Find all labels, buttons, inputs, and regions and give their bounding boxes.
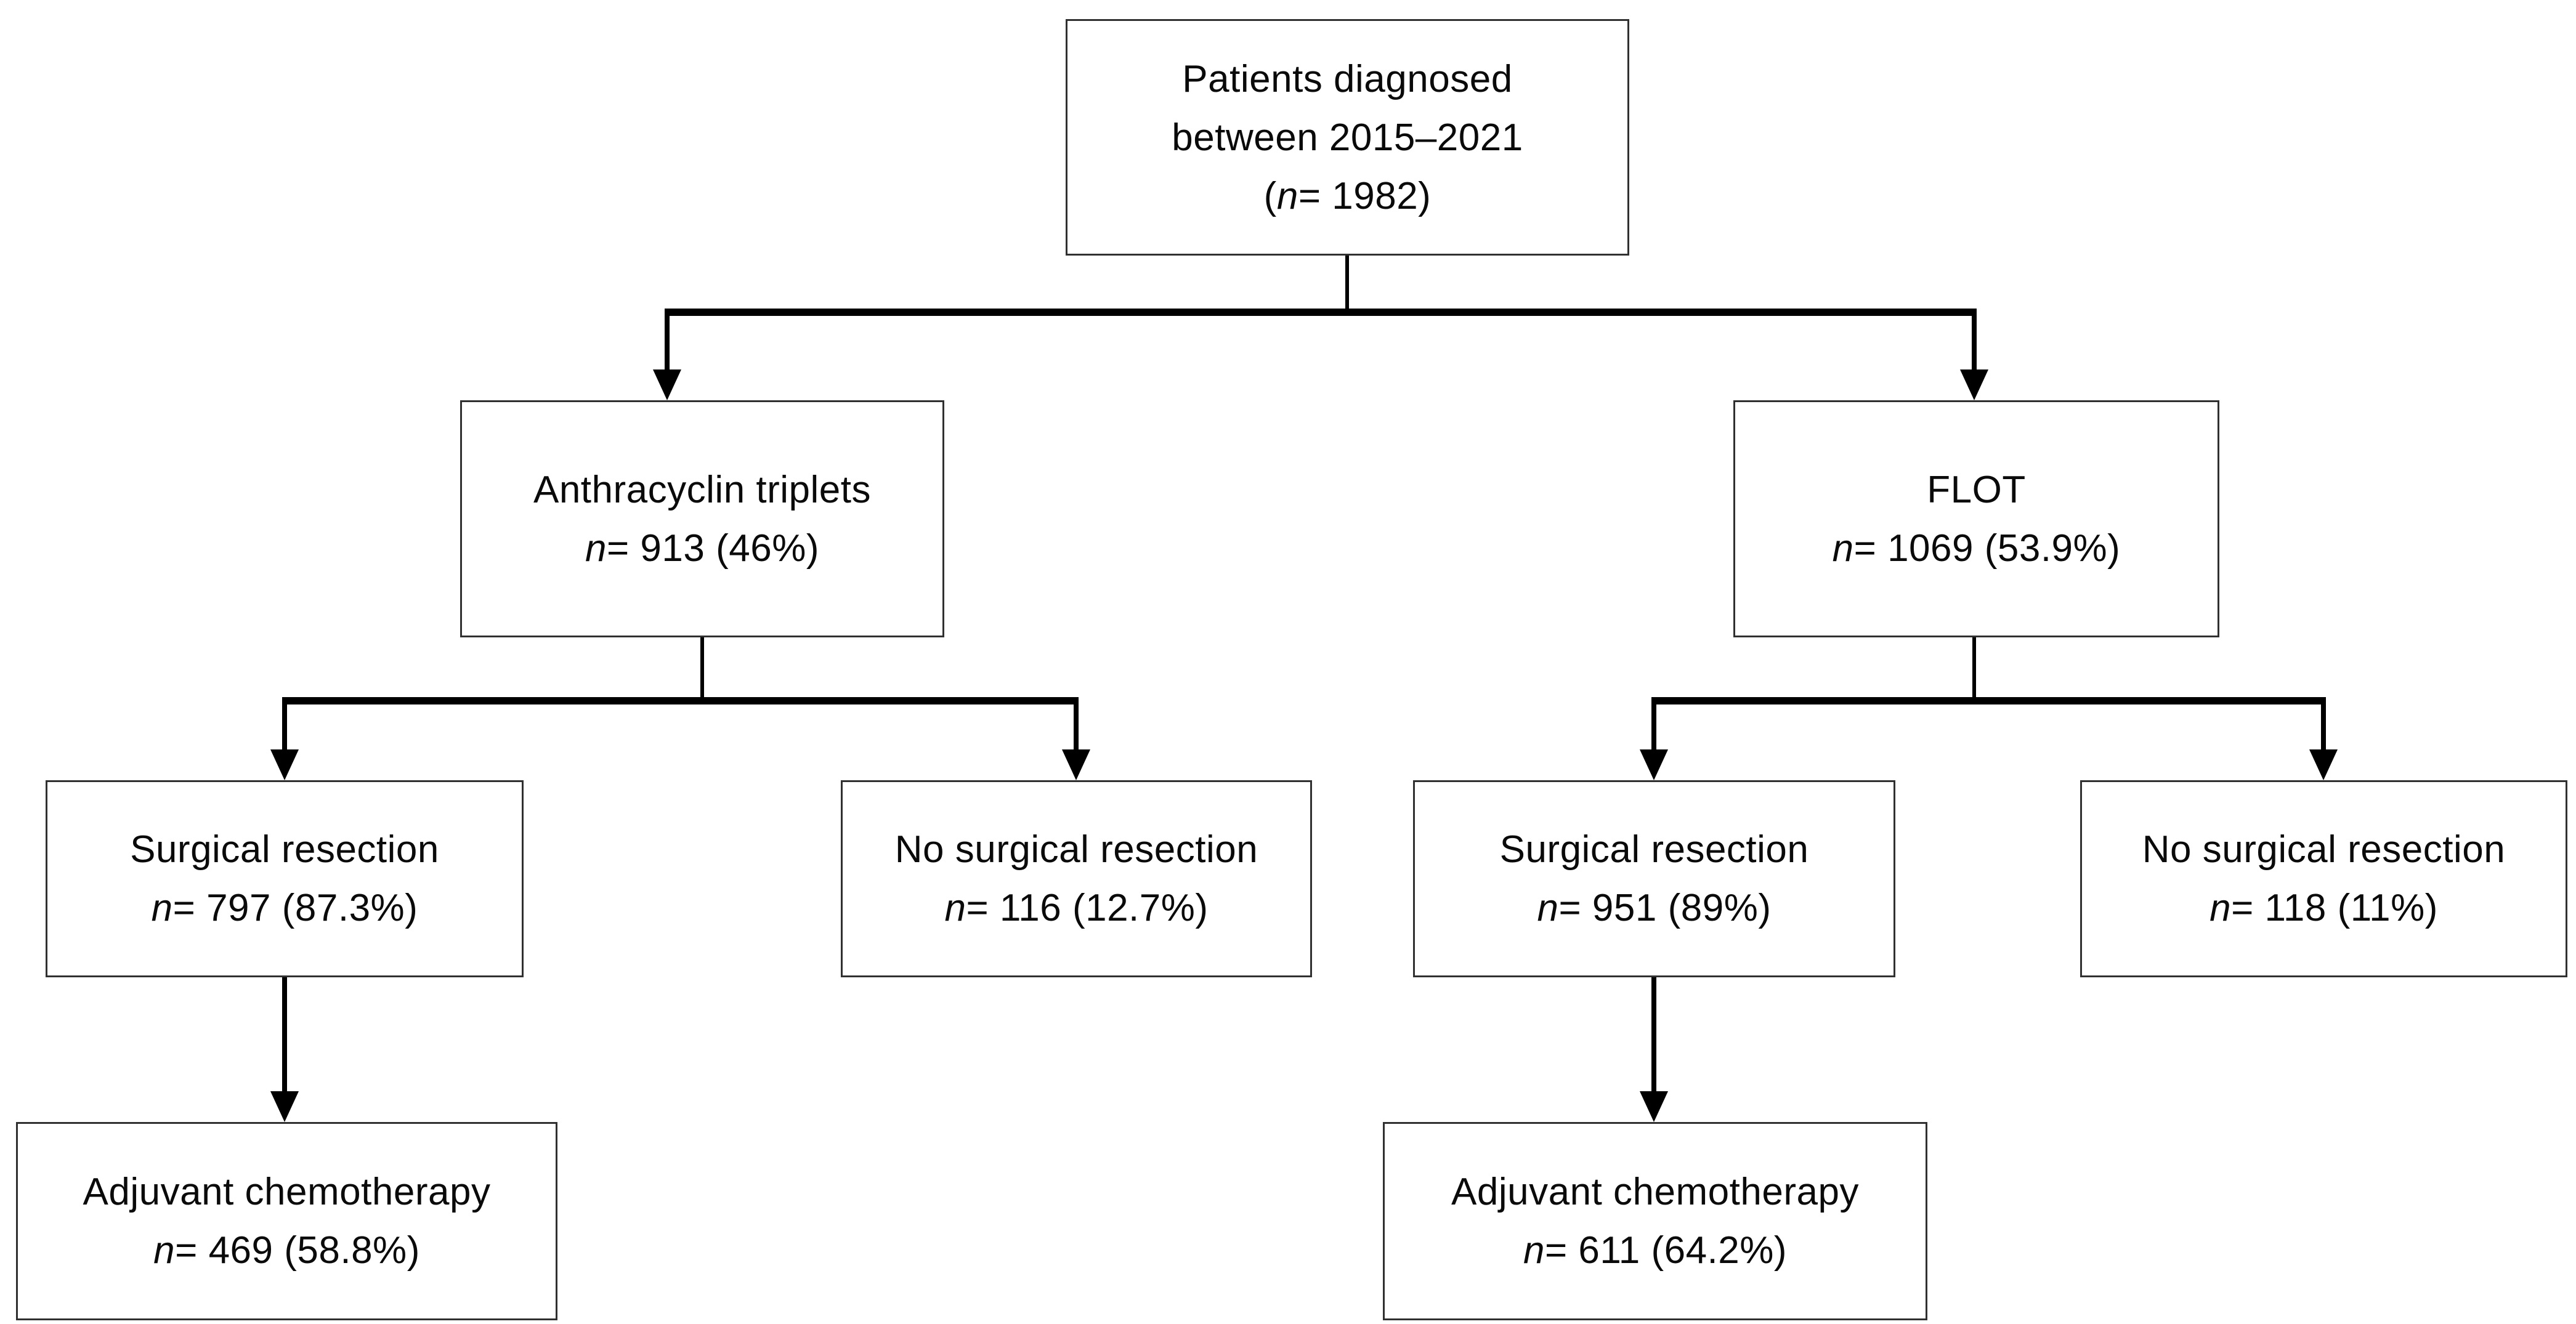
arrowhead-down-icon bbox=[1640, 749, 1668, 780]
node-title-line1: Surgical resection bbox=[130, 828, 439, 871]
stat-n-symbol: n bbox=[1276, 174, 1298, 217]
stat-value: = 913 (46%) bbox=[606, 527, 819, 570]
node-title-line1: FLOT bbox=[1927, 468, 2026, 511]
node-patients-diagnosed: Patients diagnosed between 2015–2021 (n=… bbox=[1066, 19, 1629, 256]
arrowhead-down-icon bbox=[653, 369, 681, 400]
node-title-line1: No surgical resection bbox=[2142, 828, 2506, 871]
node-title-line1: Adjuvant chemotherapy bbox=[1451, 1171, 1859, 1213]
node-title-line1: Anthracyclin triplets bbox=[533, 468, 872, 511]
stat-n-symbol: n bbox=[153, 1229, 176, 1272]
stat-value: = 951 (89%) bbox=[1558, 887, 1772, 929]
stat-value: = 116 (12.7%) bbox=[966, 887, 1209, 929]
stat-n-symbol: n bbox=[944, 887, 966, 929]
node-stat: n= 611 (64.2%) bbox=[1523, 1221, 1787, 1280]
node-stat: n= 1069 (53.9%) bbox=[1833, 519, 2121, 578]
node-title-line1: Patients diagnosed bbox=[1182, 57, 1513, 100]
stat-n-symbol: n bbox=[1537, 887, 1559, 929]
node-stat: n= 116 (12.7%) bbox=[944, 879, 1208, 937]
node-adjuvant-chemotherapy-right: Adjuvant chemotherapy n= 611 (64.2%) bbox=[1383, 1122, 1927, 1320]
node-title-line2: between 2015–2021 bbox=[1172, 116, 1523, 159]
stat-n-symbol: n bbox=[1523, 1229, 1545, 1272]
stat-n-symbol: n bbox=[1832, 527, 1854, 570]
node-stat: n= 913 (46%) bbox=[585, 519, 819, 578]
node-no-surgical-resection-left: No surgical resection n= 116 (12.7%) bbox=[841, 780, 1312, 977]
stat-value: = 611 (64.2%) bbox=[1544, 1229, 1788, 1272]
node-stat: n= 118 (11%) bbox=[2209, 879, 2438, 937]
arrowhead-down-icon bbox=[1960, 369, 1988, 400]
stat-n-symbol: n bbox=[151, 887, 173, 929]
stat-value: = 469 (58.8%) bbox=[175, 1229, 420, 1272]
node-stat: n= 797 (87.3%) bbox=[152, 879, 418, 937]
stat-prefix: ( bbox=[1263, 174, 1277, 217]
node-title-line1: Surgical resection bbox=[1499, 828, 1809, 871]
stat-value: = 797 (87.3%) bbox=[172, 887, 418, 929]
node-stat: n= 951 (89%) bbox=[1537, 879, 1772, 937]
stat-n-symbol: n bbox=[2209, 887, 2232, 929]
arrowhead-down-icon bbox=[2309, 749, 2338, 780]
node-flot: FLOT n= 1069 (53.9%) bbox=[1733, 400, 2219, 637]
arrowhead-down-icon bbox=[1640, 1091, 1668, 1122]
arrowhead-down-icon bbox=[270, 1091, 299, 1122]
node-title-line1: No surgical resection bbox=[894, 828, 1258, 871]
node-stat: (n= 1982) bbox=[1264, 167, 1432, 225]
node-surgical-resection-right: Surgical resection n= 951 (89%) bbox=[1413, 780, 1895, 977]
node-title-line1: Adjuvant chemotherapy bbox=[83, 1171, 491, 1213]
arrowhead-down-icon bbox=[270, 749, 299, 780]
node-anthracyclin-triplets: Anthracyclin triplets n= 913 (46%) bbox=[460, 400, 944, 637]
arrowhead-down-icon bbox=[1062, 749, 1090, 780]
node-no-surgical-resection-right: No surgical resection n= 118 (11%) bbox=[2080, 780, 2567, 977]
stat-n-symbol: n bbox=[585, 527, 607, 570]
node-surgical-resection-left: Surgical resection n= 797 (87.3%) bbox=[46, 780, 524, 977]
stat-value: = 1069 (53.9%) bbox=[1853, 527, 2121, 570]
node-adjuvant-chemotherapy-left: Adjuvant chemotherapy n= 469 (58.8%) bbox=[16, 1122, 557, 1320]
node-stat: n= 469 (58.8%) bbox=[153, 1221, 420, 1280]
stat-value: = 118 (11%) bbox=[2231, 887, 2438, 929]
stat-value: = 1982) bbox=[1298, 174, 1432, 217]
